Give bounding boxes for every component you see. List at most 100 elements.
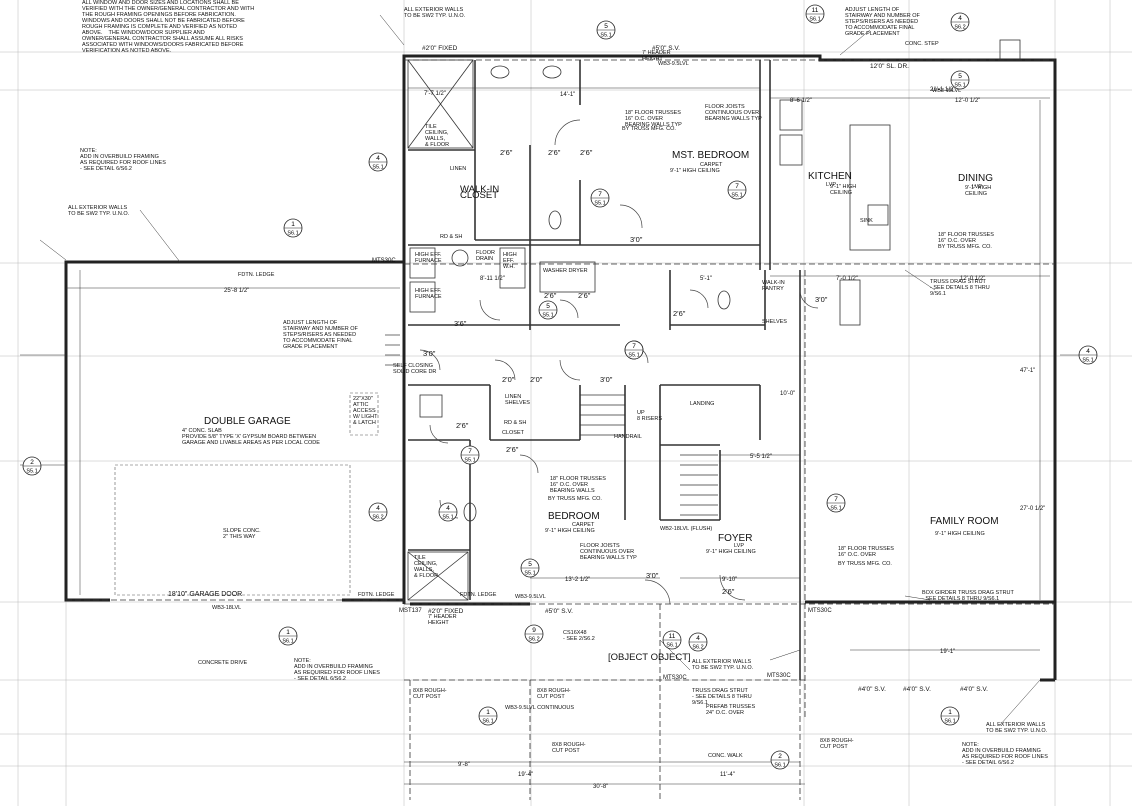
note-truss-drag-porch: TRUSS DRAG STRUT - SEE DETAILS 8 THRU 9/… [692,688,752,706]
callout-symbol: 4S6.2 [688,632,708,652]
callout-symbol: 1S6.1 [478,706,498,726]
sl-door-header: 12'0" SL. DR. [870,63,909,70]
dim-bot-7: 5'-5 1/2" [750,454,772,460]
room-kitchen-ceiling: 9'-1" HIGH CEILING [830,184,857,196]
tile-top-label: TILE CEILING, WALLS, & FLOOR [425,124,450,148]
header-right-2: #4'0" S.V. [903,686,931,693]
room-family: FAMILY ROOM [930,516,999,527]
callout-sheet: S5.1 [954,83,965,89]
callout-number: 7 [598,191,602,198]
door-12: 2'6" [456,421,469,430]
door-14: 3'0" [646,571,659,580]
dim-bot-3: 11'-4" [720,772,735,778]
callout-symbol: 4S6.2 [368,502,388,522]
callout-number: 11 [669,633,676,640]
note-self-closing: SELF CLOSING SOLID CORE DR [393,363,437,375]
callout-symbol: 9S6.2 [524,624,544,644]
note-floor-trusses-fam: 18" FLOOR TRUSSES 16" O.C. OVER [838,546,894,558]
stair-treads [385,334,718,516]
callout-number: 4 [696,635,700,642]
door-5: 2'6" [578,291,591,300]
note-garage-slab: 4" CONC. SLAB PROVIDE 5/8" TYPE 'X' GYPS… [182,428,320,446]
note-by-truss-bed: BY TRUSS MFG. CO. [548,496,602,502]
door-7: 3'6" [454,319,467,328]
callout-number: 7 [632,343,636,350]
dim-bot-6: 9'-10" [722,577,737,583]
dim-top-1: 7'-7 1/2" [424,91,446,97]
header-right-1: #4'0" S.V. [858,686,886,693]
closet-label: CLOSET [502,430,525,436]
callout-sheet: S5.1 [372,165,383,171]
note-floor-trusses-top: 18" FLOOR TRUSSES 16" O.C. OVER BEARING … [625,110,682,128]
callout-number: 5 [546,303,550,310]
furnace-1-label: HIGH EFF. FURNACE [415,252,442,264]
callout-sheet: S5.1 [1082,358,1093,364]
fdtn-ledge-2: FDTN. LEDGE [238,272,275,278]
callout-sheet: S5.1 [542,313,553,319]
dim-top-5: 21'-1 1/2" [930,87,955,93]
header-sv-top: #5'0" S.V. [652,45,680,52]
dim-right-2: 27'-0 1/2" [1020,506,1045,512]
note-rough-cut-3: 8x8 ROUGH- CUT POST [413,688,447,700]
door-1: 2'6" [500,148,513,157]
dim-mid-4: 5'-1" [700,276,712,282]
walkin-closet-label: WALK-IN CLOSET [460,184,500,201]
dim-mid-2: 12'-0 1/2" [960,276,985,282]
landing-label: LANDING [690,401,714,407]
callout-symbol: 2S6.1 [770,750,790,770]
note-attic-access: 22"X30" ATTIC ACCESS W/ LIGHT & LATCH [353,396,378,426]
callout-sheet: S5.1 [594,201,605,207]
door-17: 2'6" [580,148,593,157]
callout-number: 5 [604,23,608,30]
callout-sheet: S6.1 [287,231,298,237]
callout-number: 4 [958,15,962,22]
mts30c-1: MTS30C [372,258,396,264]
callout-symbol: 4S6.2 [950,12,970,32]
room-dining: DINING [958,173,993,184]
callout-sheet: S6.2 [692,645,703,651]
room-mst-bedroom: MST. BEDROOM [672,150,749,161]
note-cs16-1: CS16x48 - SEE 2/S6.2 [563,630,595,642]
note-by-truss-top: BY TRUSS MFG. CO. [622,126,676,132]
dim-mid-1: 25'-8 1/2" [224,288,249,294]
handrail-label: HANDRAIL [614,434,642,440]
note-by-truss-fam: BY TRUSS MFG. CO. [838,561,892,567]
washer-dryer-label: WASHER DRYER [543,268,588,274]
callout-number: 5 [528,561,532,568]
rd-sh-closet: RD & SH [504,420,526,426]
room-mst-bedroom-finish: CARPET [700,162,723,168]
room-kitchen: KITCHEN [808,171,852,182]
note-box-girder: BOX GIRDER TRUSS DRAG STRUT - SEE DETAIL… [922,590,1014,602]
callout-sheet: S6.2 [372,515,383,521]
wb3-continuous: WB3-9.5LVL CONTINUOUS [505,705,574,711]
furnace-2-label: HIGH EFF. FURNACE [415,288,442,300]
room-dining-ceiling: 9'-1" HIGH CEILING [965,185,992,197]
callout-sheet: S5.1 [442,515,453,521]
callout-symbol: 7S5.1 [624,340,644,360]
dim-bot-8: 19'-1" [940,649,955,655]
sink-label: SINK [860,218,873,224]
callout-sheet: S6.1 [774,763,785,769]
room-mst-bedroom-ceiling: 9'-1" HIGH CEILING [670,168,720,174]
callout-symbol: 5S5.1 [538,300,558,320]
dim-stair: 10'-0" [780,391,795,397]
door-6: 2'6" [673,309,686,318]
callout-sheet: S5.1 [600,33,611,39]
callout-symbol: 1S6.1 [278,626,298,646]
callout-number: 7 [834,496,838,503]
callout-number: 4 [1086,348,1090,355]
fixtures [407,39,1021,601]
dim-bot-1: 9'-8" [458,762,470,768]
callout-sheet: S5.1 [628,353,639,359]
callout-number: 1 [486,709,490,716]
wb3-18-garage: WB3-18LVL [212,605,241,611]
up-risers-label: UP 8 RISERS [637,410,663,422]
dim-mid-3: 7'-0 1/2" [836,276,858,282]
room-porch: [object Object] [608,652,691,663]
door-10: 2'0" [530,375,543,384]
room-bedroom-ceiling: 9'-1" HIGH CEILING [545,528,595,534]
callout-number: 1 [291,221,295,228]
